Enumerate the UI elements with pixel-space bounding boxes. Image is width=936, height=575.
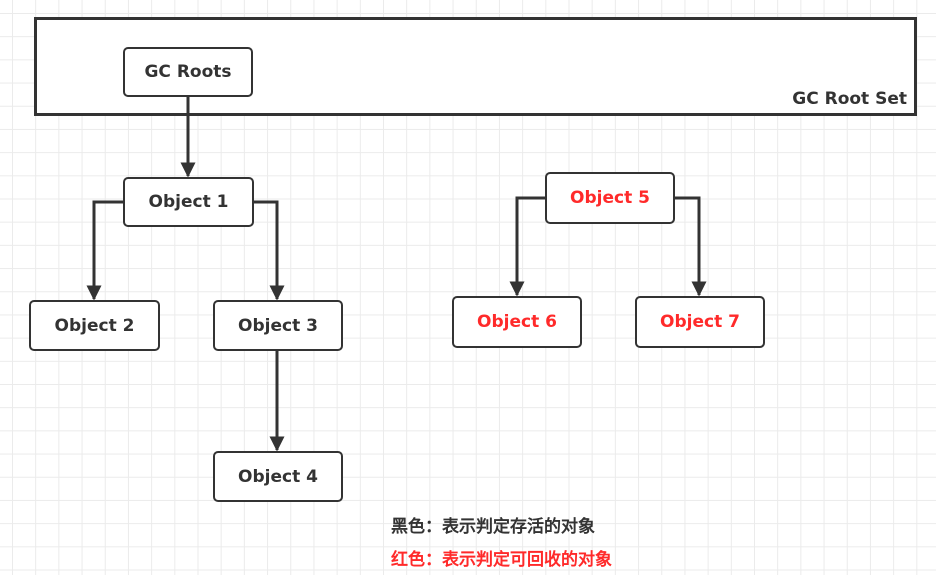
node-object-4-label: Object 4 [238,466,318,487]
edge-object1-object2 [86,200,124,301]
node-object-4[interactable]: Object 4 [213,451,343,502]
node-object-1-label: Object 1 [148,192,229,212]
edge-object1-object3 [253,200,285,301]
node-object-2-label: Object 2 [54,315,135,336]
node-object-7[interactable]: Object 7 [635,296,765,348]
node-object-3[interactable]: Object 3 [213,300,343,351]
legend-collectable: 红色：表示判定可回收的对象 [391,550,612,570]
node-gc-roots-label: GC Roots [144,62,232,82]
node-object-5-label: Object 5 [570,188,650,208]
edge-object5-object7 [674,196,707,297]
node-object-2[interactable]: Object 2 [29,300,160,351]
edge-object5-object6 [509,196,546,297]
legend-alive: 黑色：表示判定存活的对象 [391,517,595,537]
node-object-3-label: Object 3 [238,315,318,336]
node-object-6[interactable]: Object 6 [452,296,582,348]
node-object-7-label: Object 7 [660,312,740,332]
node-object-5[interactable]: Object 5 [545,172,675,224]
node-gc-roots[interactable]: GC Roots [123,47,253,97]
node-object-1[interactable]: Object 1 [123,177,254,227]
gc-root-set-label: GC Root Set [792,89,907,109]
node-object-6-label: Object 6 [477,312,557,332]
